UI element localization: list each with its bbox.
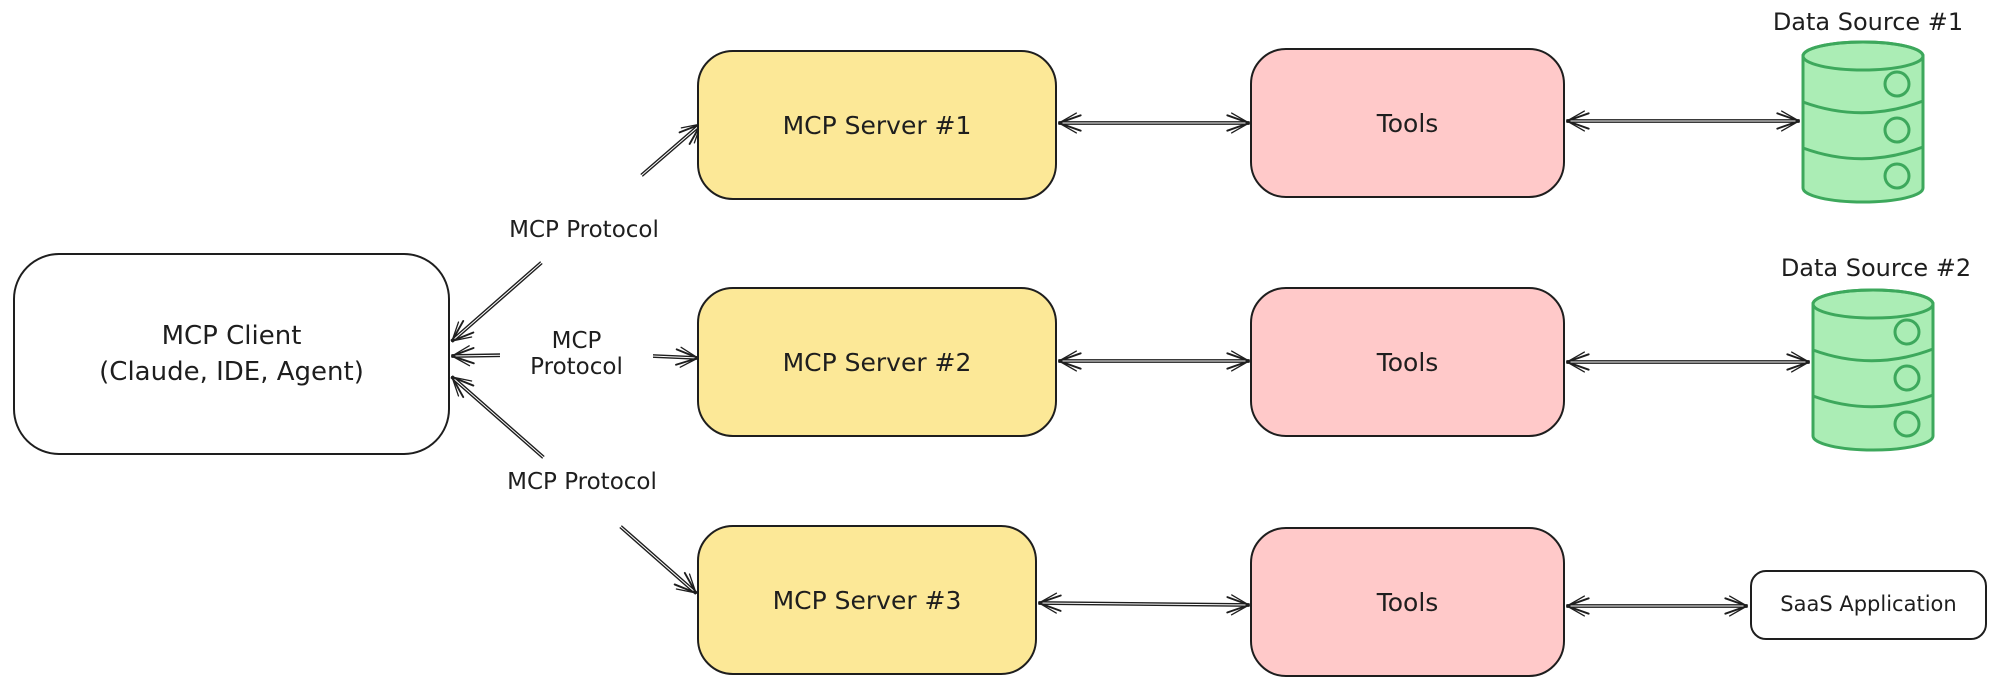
mcp-server-3-label: MCP Server #3: [772, 585, 962, 615]
tools-1-box: Tools: [1250, 48, 1565, 198]
mcp-server-2-box: MCP Server #2: [697, 287, 1057, 437]
data-source-2-title: Data Source #2: [1780, 254, 1972, 282]
mcp-server-1-box: MCP Server #1: [697, 50, 1057, 200]
saas-application-box: SaaS Application: [1750, 570, 1987, 640]
saas-application-label: SaaS Application: [1780, 592, 1957, 617]
mcp-server-3-box: MCP Server #3: [697, 525, 1037, 675]
database-cylinder-icon-2: [1811, 288, 1935, 452]
data-source-1-title: Data Source #1: [1772, 8, 1964, 36]
database-cylinder-icon-1: [1801, 40, 1925, 204]
mcp-server-1-label: MCP Server #1: [782, 110, 972, 140]
tools-2-box: Tools: [1250, 287, 1565, 437]
tools-3-box: Tools: [1250, 527, 1565, 677]
mcp-protocol-label-2: MCP Protocol: [500, 327, 653, 382]
mcp-client-box: MCP Client (Claude, IDE, Agent): [13, 253, 450, 455]
mcp-protocol-label-1: MCP Protocol: [478, 216, 690, 245]
mcp-protocol-label-3: MCP Protocol: [476, 468, 688, 497]
mcp-client-sublabel: (Claude, IDE, Agent): [99, 357, 364, 387]
mcp-client-label: MCP Client: [161, 320, 302, 351]
tools-3-label: Tools: [1376, 587, 1439, 617]
tools-1-label: Tools: [1376, 108, 1439, 138]
mcp-server-2-label: MCP Server #2: [782, 347, 972, 377]
tools-2-label: Tools: [1376, 347, 1439, 377]
